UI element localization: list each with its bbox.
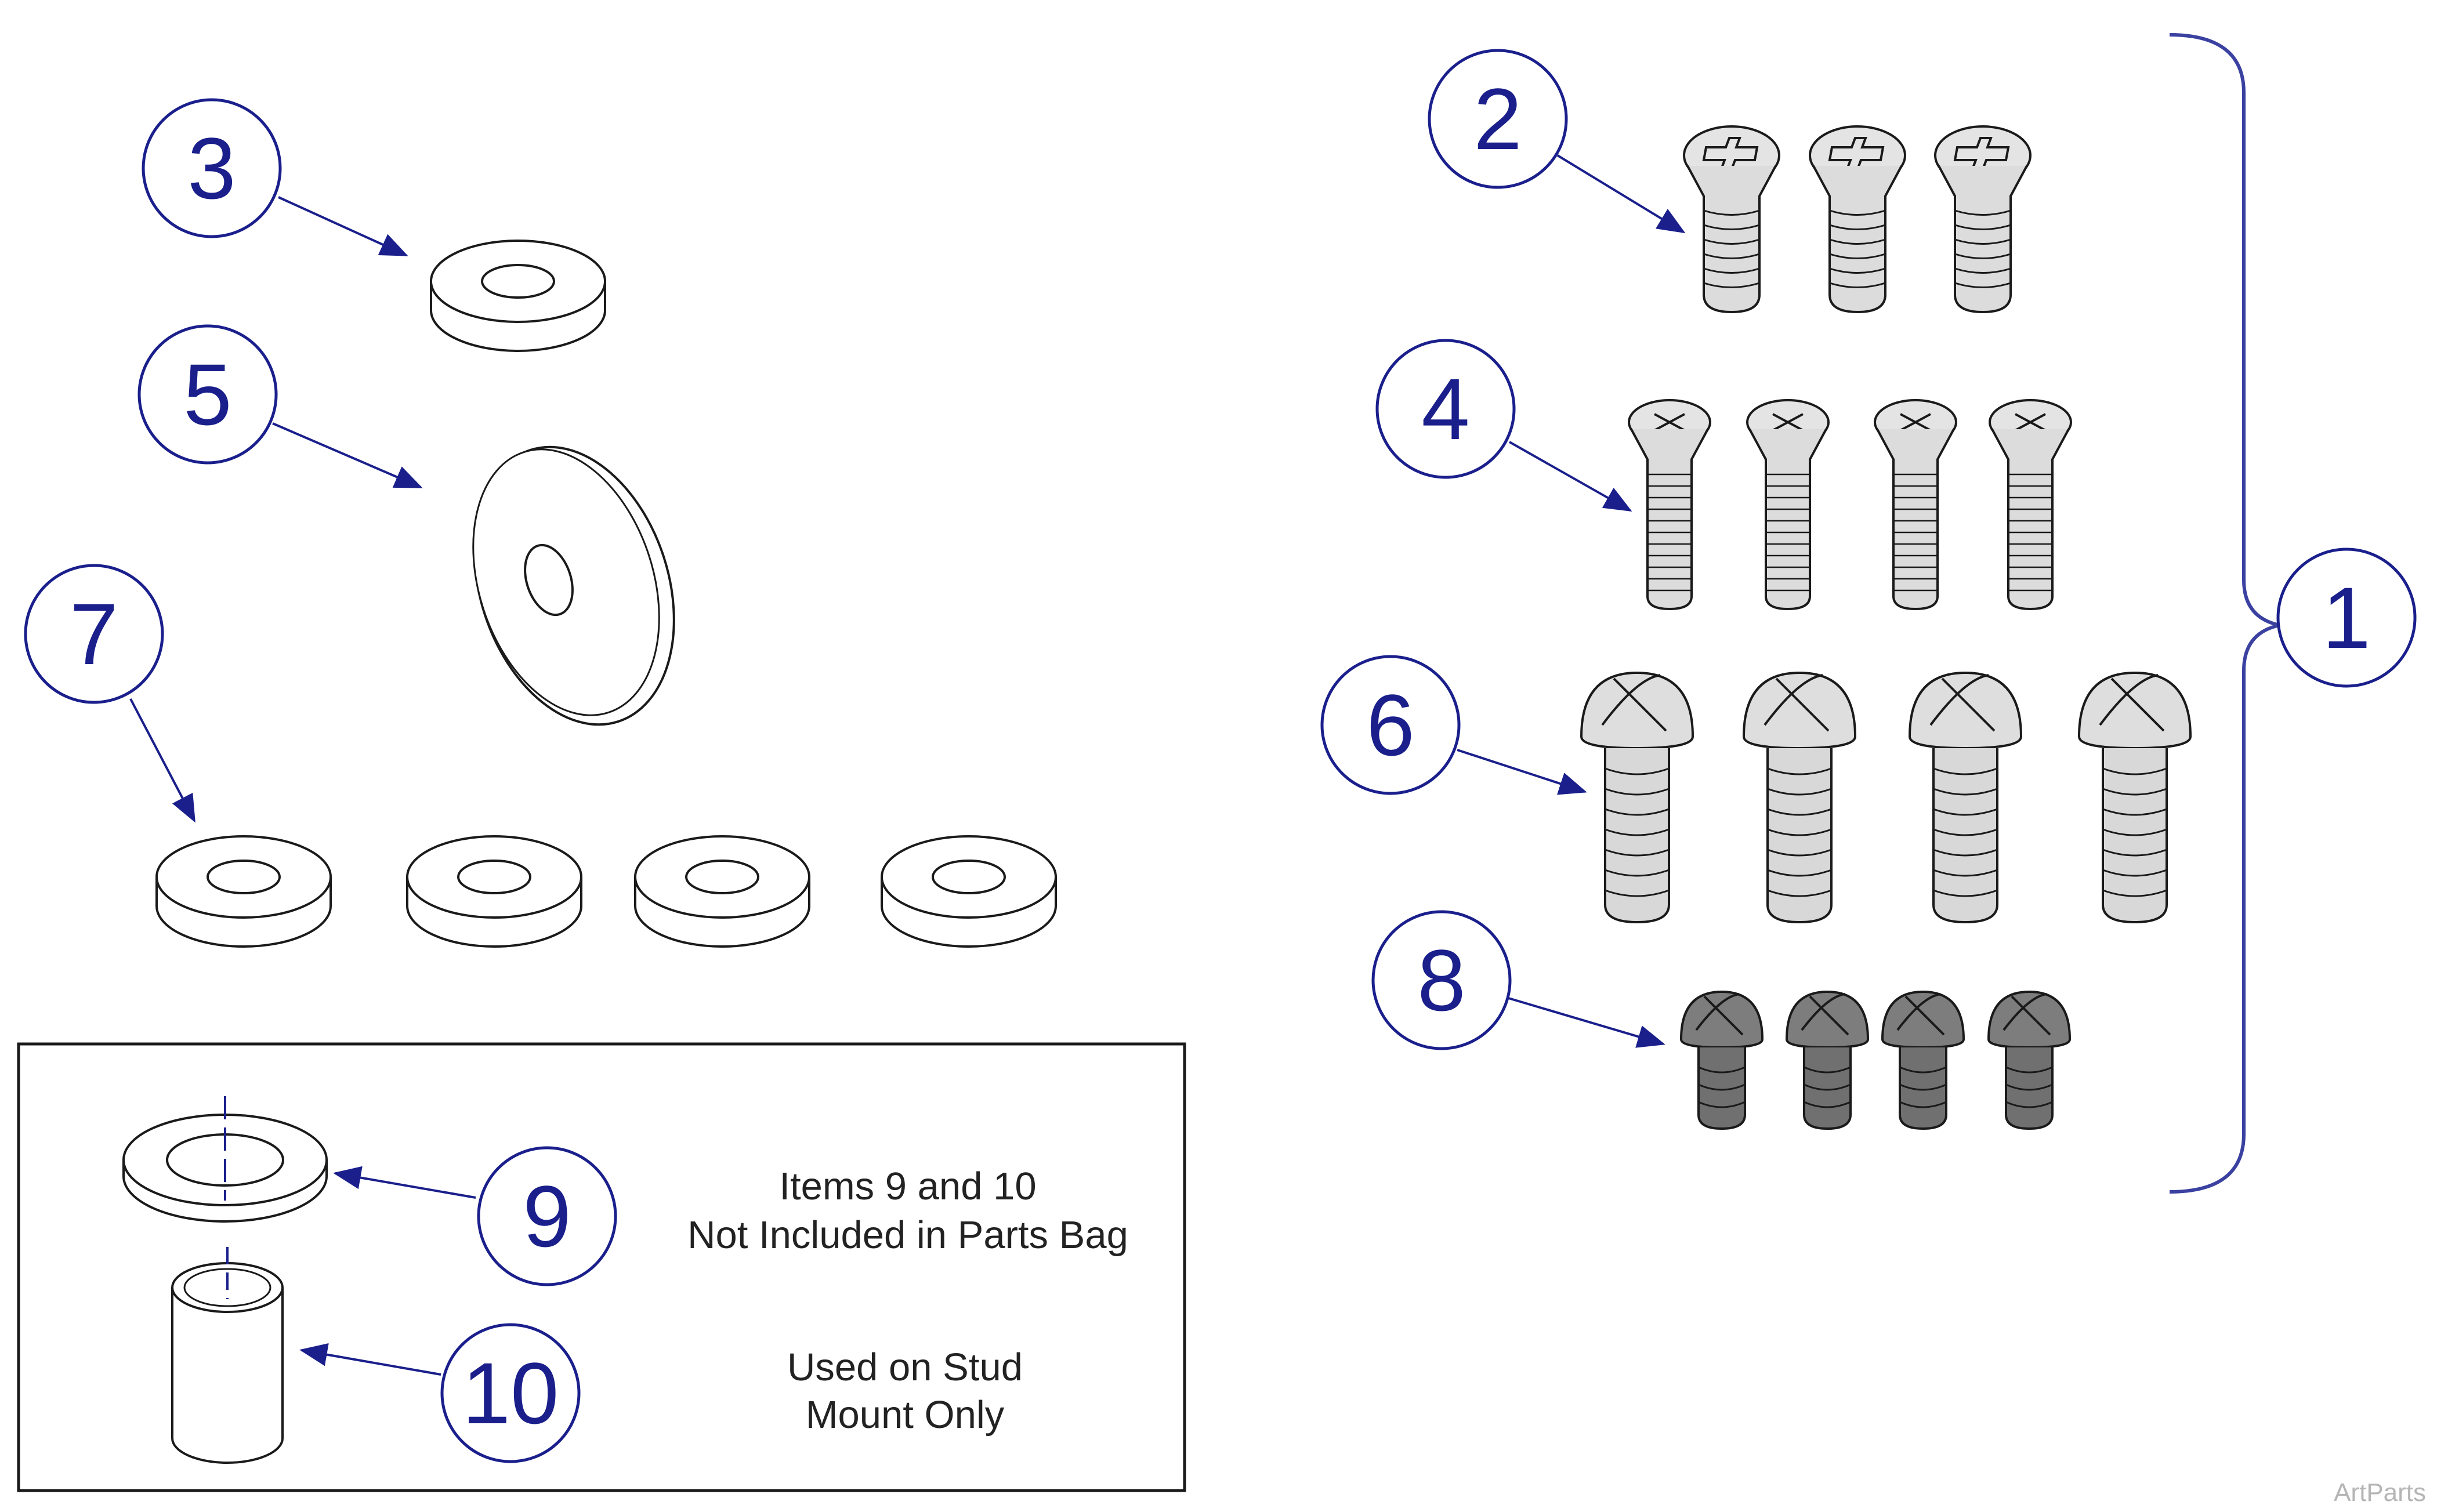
callout-5-label: 5: [183, 346, 231, 443]
callout-2-label: 2: [1473, 70, 1522, 168]
group-bracket: [2169, 33, 2280, 1194]
item-5-fender-washer: [472, 445, 675, 726]
callout-1-label: 1: [2322, 569, 2370, 666]
artparts-credit: ArtParts: [2334, 1478, 2426, 1507]
callout-10-label: 10: [462, 1344, 559, 1442]
item-6-round-head-screws: [1580, 672, 2192, 923]
item-7-washers: [155, 835, 1057, 948]
leader-10: [299, 1343, 441, 1376]
item-8-dark-round-head-screws: [1680, 991, 2071, 1130]
callout-2: 2: [1428, 49, 1568, 189]
stud-mount-box: [17, 1042, 1186, 1492]
callout-1: 1: [2276, 547, 2417, 688]
callout-6-label: 6: [1366, 676, 1414, 774]
callout-8: 8: [1371, 910, 1512, 1050]
note-line-1: Items 9 and 10: [779, 1165, 1036, 1208]
leader-2: [1556, 154, 1686, 234]
callout-9: 9: [477, 1146, 617, 1286]
callout-3: 3: [142, 98, 282, 238]
callout-7-label: 7: [70, 585, 118, 683]
note-line-2: Not Included in Parts Bag: [687, 1213, 1128, 1257]
callout-4: 4: [1375, 339, 1516, 479]
note-line-3: Used on Stud: [787, 1346, 1023, 1389]
item-2-flat-head-screws: [1683, 125, 2032, 313]
leader-9: [333, 1166, 476, 1199]
note-line-4: Mount Only: [806, 1393, 1005, 1437]
item-3-washer: [430, 240, 606, 352]
leader-3: [278, 196, 408, 256]
item-4-long-flat-head-screws: [1628, 399, 2072, 610]
item-9-washer: [122, 1096, 328, 1223]
callout-4-label: 4: [1421, 360, 1469, 458]
callout-10: 10: [440, 1323, 581, 1463]
leader-5: [272, 422, 423, 488]
leader-lines: [129, 154, 1686, 1376]
leader-6: [1457, 749, 1587, 795]
stud-mount-note: Items 9 and 10 Not Included in Parts Bag…: [687, 1165, 1128, 1437]
leader-8: [1506, 996, 1665, 1048]
leader-7: [129, 698, 195, 823]
callout-9-label: 9: [523, 1167, 571, 1265]
callout-3-label: 3: [187, 119, 236, 217]
callout-8-label: 8: [1417, 931, 1465, 1029]
callout-6: 6: [1320, 655, 1461, 795]
callout-5: 5: [137, 324, 278, 465]
leader-4: [1509, 441, 1632, 512]
item-10-spacer: [171, 1247, 284, 1464]
callout-7: 7: [24, 564, 164, 704]
